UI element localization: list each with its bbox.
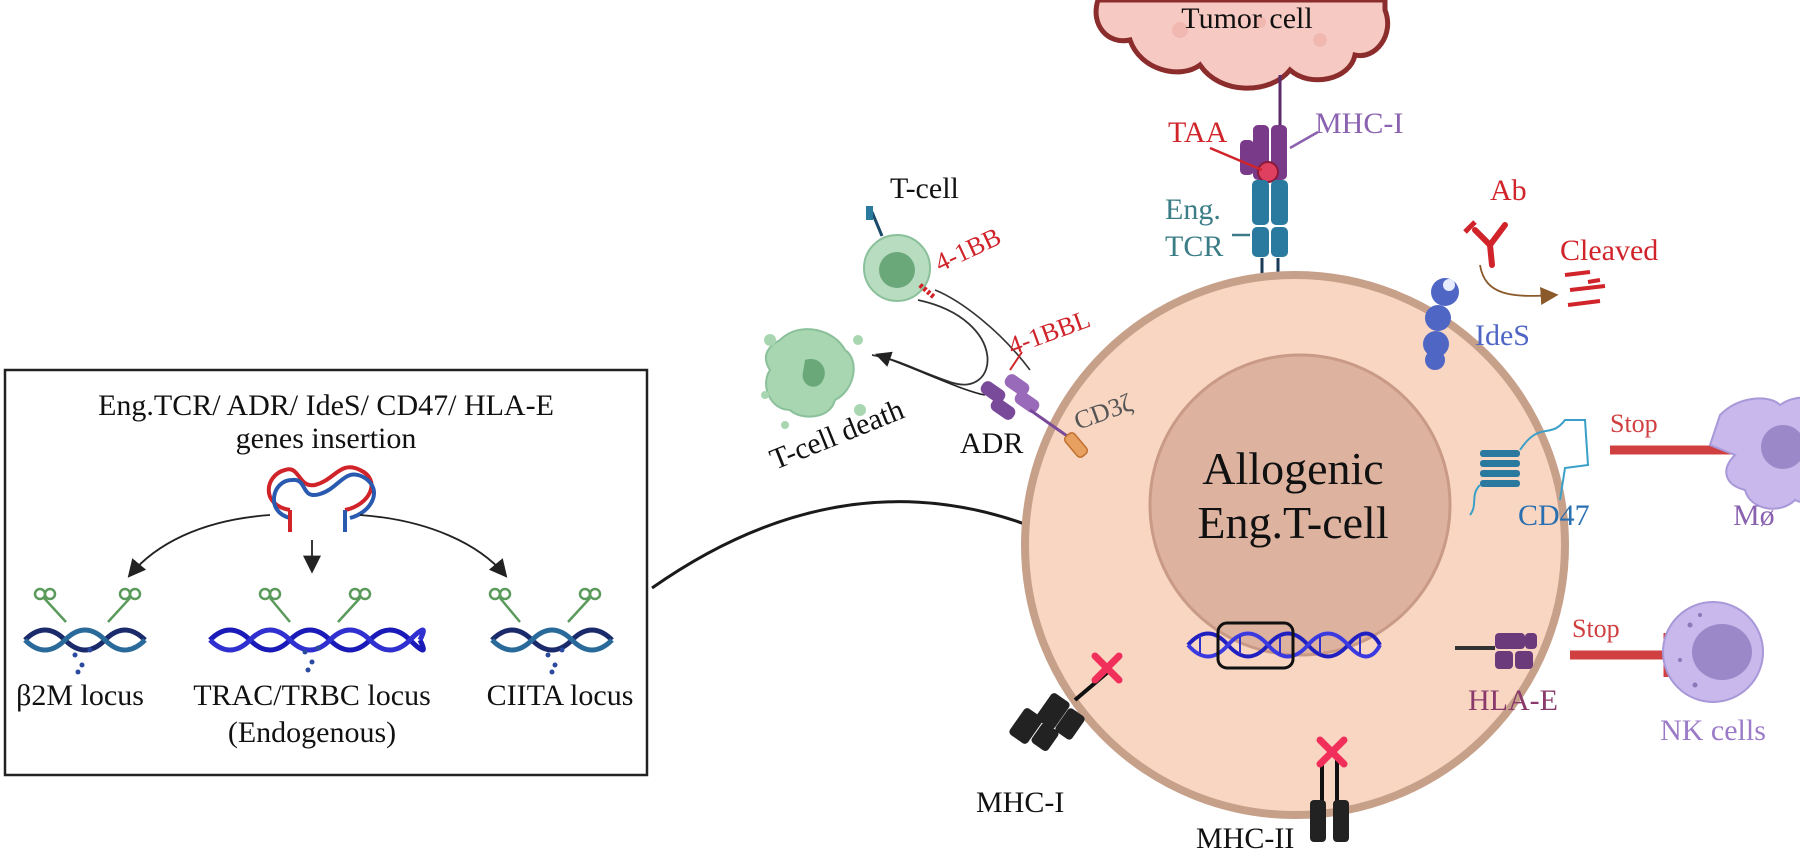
nk-cell-icon: [1662, 601, 1764, 703]
eng-tcr-label-line1: Eng.: [1165, 193, 1221, 226]
t-cell-label: T-cell: [890, 172, 959, 205]
tcr-mhc-complex: [1209, 75, 1319, 312]
t-cell-icon: [863, 206, 937, 302]
cell-title-line2: Eng.T-cell: [1197, 497, 1388, 548]
tumor-cell: Tumor cell: [1093, 0, 1391, 91]
macrophage-label: Mø: [1733, 499, 1775, 532]
gene-insertion-panel: Eng.TCR/ ADR/ IdeS/ CD47/ HLA-E genes in…: [3, 368, 649, 777]
ides-icon: [1423, 278, 1459, 370]
cleaved-label: Cleaved: [1560, 234, 1658, 267]
hla-e-label: HLA-E: [1468, 684, 1558, 717]
cd47-label: CD47: [1518, 499, 1590, 532]
death-arrow: [874, 351, 986, 396]
trac-locus-icon: [208, 587, 426, 673]
panel-title-line1: Eng.TCR/ ADR/ IdeS/ CD47/ HLA-E: [98, 389, 554, 422]
ides-label: IdeS: [1475, 319, 1530, 352]
mhc2-knockout-x-icon: [1316, 736, 1348, 768]
cd47-icon: [1469, 419, 1590, 516]
hla-e-stop-label: Stop: [1572, 614, 1620, 643]
panel-title-line2: genes insertion: [236, 422, 417, 455]
ciita-locus-icon: [488, 587, 614, 675]
allogenic-cell: Allogenic Eng.T-cell: [1021, 271, 1569, 819]
taa-label: TAA: [1168, 116, 1228, 149]
cell-title-line1: Allogenic: [1202, 443, 1383, 494]
adr-receptor-icon: [980, 351, 1089, 458]
ab-label: Ab: [1490, 174, 1527, 207]
cleaved-fragments-icon: [1564, 270, 1606, 307]
eng-tcr-label-line2: TCR: [1165, 230, 1223, 263]
ciita-locus-label: CIITA locus: [487, 679, 634, 712]
mhc1-knockout-x-icon: [1091, 652, 1123, 684]
b41bbl-label: 4-1BBL: [1004, 304, 1094, 360]
trac-locus-sublabel: (Endogenous): [228, 716, 396, 749]
mhc1-tumor-label: MHC-I: [1315, 107, 1403, 140]
t-cell-path: [871, 299, 989, 386]
trac-locus-label: TRAC/TRBC locus: [193, 679, 431, 712]
cleavage-arrow: [1479, 264, 1559, 305]
mhc2-knockout-label: MHC-II: [1196, 822, 1294, 854]
tumor-cell-label: Tumor cell: [1181, 2, 1312, 35]
plasmid-icon: [266, 465, 376, 532]
macrophage-icon: [1708, 396, 1800, 510]
b41bb-label: 4-1BB: [930, 222, 1005, 278]
arrow-to-ciita: [359, 514, 508, 578]
b2m-locus-icon: [23, 587, 147, 675]
hla-e-icon: [1455, 633, 1537, 669]
nucleus-dna-icon: [1186, 621, 1382, 670]
cd47-stop-label: Stop: [1610, 409, 1658, 438]
dead-t-cell-icon: [761, 328, 866, 429]
arrow-to-b2m: [127, 514, 271, 578]
b2m-locus-label: β2M locus: [16, 679, 144, 712]
antibody-icon: [1463, 220, 1508, 268]
panel-border: [3, 368, 649, 777]
adr-label: ADR: [960, 427, 1023, 460]
mhc1-knockout-label: MHC-I: [976, 786, 1064, 819]
nk-cells-label: NK cells: [1660, 714, 1766, 747]
mhc2-knockout-icon: [1310, 760, 1349, 842]
